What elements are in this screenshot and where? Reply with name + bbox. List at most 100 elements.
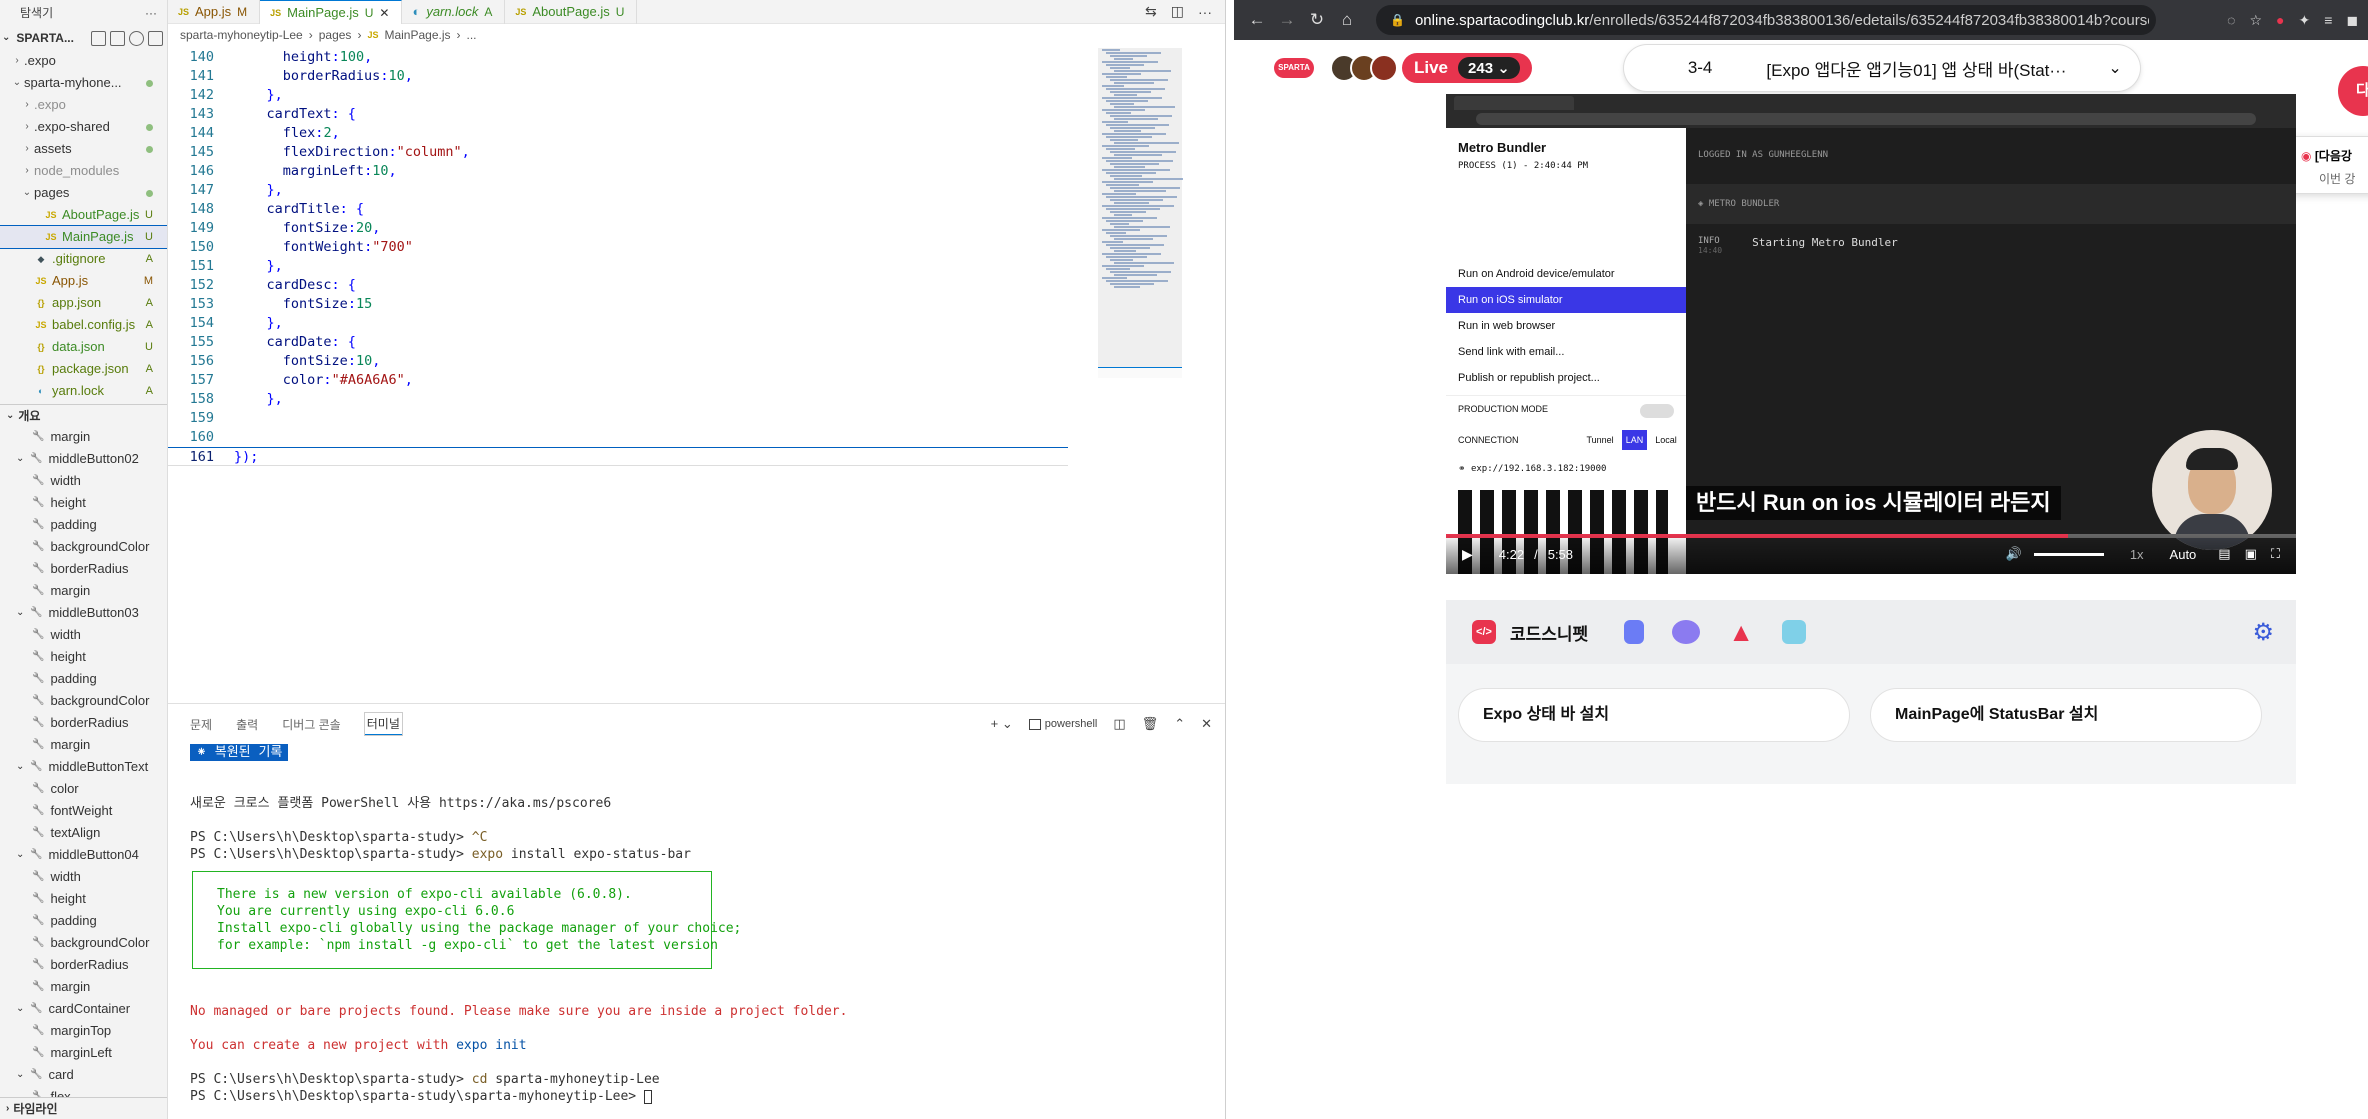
warning-icon[interactable]: ▲ xyxy=(1728,616,1754,647)
outline-item[interactable]: 🔧borderRadius xyxy=(0,712,167,734)
snippet-card-expo-statusbar[interactable]: Expo 상태 바 설치 xyxy=(1458,688,1850,742)
outline-item[interactable]: ⌄🔧middleButton04 xyxy=(0,844,167,866)
outline-item[interactable]: 🔧backgroundColor xyxy=(0,932,167,954)
extension-record-icon[interactable]: ● xyxy=(2276,11,2285,28)
outline-item[interactable]: 🔧height xyxy=(0,492,167,514)
tab-problems[interactable]: 문제 xyxy=(190,717,213,732)
lesson-selector[interactable]: 3-4 [Expo 앱다운 앱기능01] 앱 상태 바(Stat··· ⌄ xyxy=(1623,45,2140,91)
trash-icon[interactable]: 🗑 xyxy=(1141,716,1159,731)
code-editor[interactable]: 140 height:100,141 borderRadius:10,142 }… xyxy=(168,48,1225,468)
tab-terminal[interactable]: 터미널 xyxy=(363,712,403,736)
tree-item[interactable]: ›.expo xyxy=(0,50,167,72)
more-icon[interactable]: ··· xyxy=(145,6,157,20)
outline-item[interactable]: 🔧color xyxy=(0,778,167,800)
star-icon[interactable]: ☆ xyxy=(2249,11,2262,28)
collapse-icon[interactable] xyxy=(148,30,163,46)
pip-icon[interactable]: ▣ xyxy=(2244,546,2257,561)
document-icon[interactable] xyxy=(1624,620,1645,644)
workspace-header[interactable]: ⌄ SPARTA... xyxy=(0,26,167,50)
breadcrumb-item[interactable]: ... xyxy=(466,28,477,42)
tab-output[interactable]: 출력 xyxy=(236,717,259,732)
outline-item[interactable]: 🔧borderRadius xyxy=(0,954,167,976)
outline-item[interactable]: ⌄🔧card xyxy=(0,1064,167,1086)
outline-header[interactable]: ⌄ 개요 xyxy=(0,404,167,426)
address-bar[interactable]: 🔒 online.spartacodingclub.kr/enrolleds/6… xyxy=(1376,5,2156,35)
volume-icon[interactable]: 🔊 xyxy=(2005,546,2022,561)
tree-item[interactable]: ⌄sparta-myhone... xyxy=(0,72,167,94)
outline-item[interactable]: 🔧borderRadius xyxy=(0,558,167,580)
home-icon[interactable]: ⌂ xyxy=(1341,10,1353,29)
outline-item[interactable]: 🔧margin xyxy=(0,580,167,602)
play-icon[interactable]: ▶ xyxy=(1462,545,1473,562)
tree-item[interactable]: ⌄pages xyxy=(0,182,167,204)
tree-item[interactable]: ›.expo xyxy=(0,94,167,116)
new-folder-icon[interactable] xyxy=(110,30,125,46)
add-terminal-icon[interactable]: + ⌄ xyxy=(990,716,1013,731)
outline-item[interactable]: 🔧width xyxy=(0,470,167,492)
outline-item[interactable]: 🔧padding xyxy=(0,668,167,690)
compare-icon[interactable]: ⇆ xyxy=(1145,3,1157,19)
fullscreen-icon[interactable]: ⛶ xyxy=(2270,546,2280,561)
reload-icon[interactable]: ↻ xyxy=(1309,10,1325,29)
terminal-shell-label[interactable]: powershell xyxy=(1028,718,1097,730)
puzzle-icon[interactable]: ✦ xyxy=(2298,11,2311,28)
refresh-icon[interactable] xyxy=(129,30,144,46)
volume-slider[interactable] xyxy=(2033,552,2104,556)
next-lesson-toast[interactable]: ◉ [다음강 이번 강 xyxy=(2286,136,2368,194)
caption-icon[interactable]: ▤ xyxy=(2218,546,2231,561)
tab-code-snippet[interactable]: </> 코드스니펫 xyxy=(1472,620,1588,645)
outline-item[interactable]: 🔧height xyxy=(0,888,167,910)
outline-item[interactable]: 🔧width xyxy=(0,624,167,646)
outline-item[interactable]: 🔧margin xyxy=(0,426,167,448)
chat-icon[interactable] xyxy=(1672,620,1701,644)
timeline-header[interactable]: › 타임라인 xyxy=(0,1097,167,1119)
outline-item[interactable]: 🔧height xyxy=(0,646,167,668)
outline-item[interactable]: 🔧margin xyxy=(0,734,167,756)
close-icon[interactable]: ✕ xyxy=(379,5,390,20)
video-player[interactable]: Metro Bundler PROCESS (1) - 2:40:44 PM R… xyxy=(1446,94,2296,574)
outline-item[interactable]: 🔧width xyxy=(0,866,167,888)
tree-item[interactable]: ›assets xyxy=(0,138,167,160)
tree-item[interactable]: ›.expo-shared xyxy=(0,116,167,138)
outline-item[interactable]: ⌄🔧middleButtonText xyxy=(0,756,167,778)
outline-item[interactable]: 🔧margin xyxy=(0,976,167,998)
split-editor-icon[interactable]: ◫ xyxy=(1170,3,1184,19)
split-terminal-icon[interactable]: ◫ xyxy=(1113,716,1126,731)
outline-item[interactable]: 🔧padding xyxy=(0,514,167,536)
tree-item[interactable]: ›node_modules xyxy=(0,160,167,182)
profile-icon[interactable]: ◼ xyxy=(2346,11,2358,28)
outline-item[interactable]: 🔧padding xyxy=(0,910,167,932)
live-badge[interactable]: Live 243 ⌄ xyxy=(1402,53,1532,83)
outline-item[interactable]: ⌄🔧middleButton03 xyxy=(0,602,167,624)
outline-item[interactable]: ⌄🔧middleButton02 xyxy=(0,448,167,470)
gear-icon[interactable]: ⚙ xyxy=(2252,618,2274,646)
outline-item[interactable]: 🔧backgroundColor xyxy=(0,536,167,558)
maximize-icon[interactable]: ⌃ xyxy=(1174,716,1186,731)
minimap-viewport[interactable] xyxy=(1098,48,1182,368)
outline-item[interactable]: 🔧textAlign xyxy=(0,822,167,844)
more-icon[interactable]: ··· xyxy=(1198,3,1212,20)
outline-item[interactable]: ⌄🔧cardContainer xyxy=(0,998,167,1020)
minimap[interactable] xyxy=(1098,48,1183,378)
new-file-icon[interactable] xyxy=(91,30,106,46)
breadcrumb-item[interactable]: sparta-myhoneytip-Lee xyxy=(180,28,303,42)
eye-off-icon[interactable]: ◌ xyxy=(2227,11,2236,28)
faq-icon[interactable] xyxy=(1781,620,1806,644)
breadcrumb-item[interactable]: pages xyxy=(318,28,352,42)
terminal-output[interactable]: ⁕ 복원된 기록 새로운 크로스 플랫폼 PowerShell 사용 https… xyxy=(190,744,1210,1105)
media-icon[interactable]: ≡ xyxy=(2324,11,2333,28)
sparta-logo[interactable]: SPARTA xyxy=(1274,58,1314,78)
quality-button[interactable]: Auto xyxy=(2169,546,2197,562)
